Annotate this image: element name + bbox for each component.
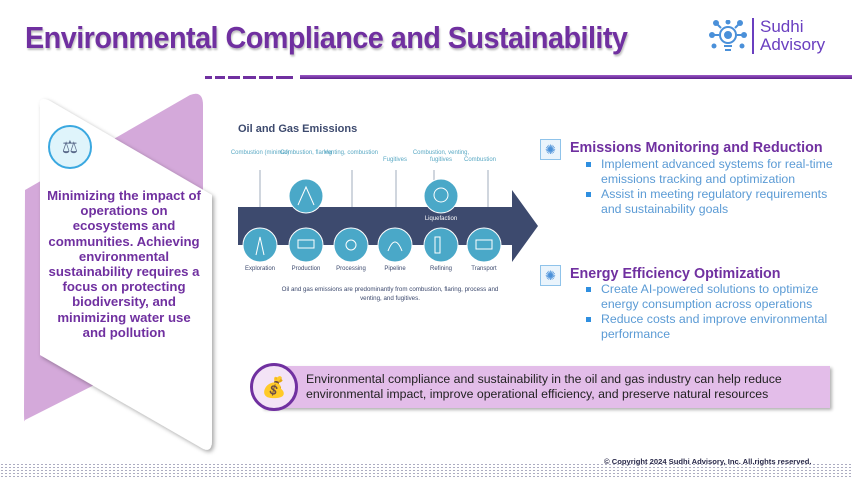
bullet-item: Implement advanced systems for real-time… bbox=[586, 157, 836, 187]
left-panel-shape bbox=[24, 93, 212, 450]
section-heading: Emissions Monitoring and Reduction bbox=[570, 140, 823, 156]
emissions-arrow-diagram bbox=[238, 170, 538, 263]
bullet-item: Create AI-powered solutions to optimize … bbox=[586, 282, 836, 312]
stage-label: Transport bbox=[471, 266, 497, 272]
footer-dot-pattern bbox=[0, 463, 852, 478]
liquefaction-label: Liquefaction bbox=[424, 216, 458, 222]
summary-banner: Environmental compliance and sustainabil… bbox=[262, 366, 830, 408]
emission-label: Venting, combustion bbox=[323, 150, 379, 156]
left-panel-text: Minimizing the impact of operations on e… bbox=[47, 188, 201, 340]
section-heading: Energy Efficiency Optimization bbox=[570, 266, 781, 282]
lightbulb-network-icon bbox=[709, 20, 747, 51]
logo-text-line1: Sudhi bbox=[760, 17, 804, 36]
logo-text-line2: Advisory bbox=[760, 35, 826, 54]
liquefaction-circle bbox=[423, 178, 459, 214]
environment-balance-icon: ⚖ bbox=[48, 125, 92, 169]
emission-label: Combustion (minimal) bbox=[230, 150, 290, 156]
stage-label: Processing bbox=[336, 266, 366, 272]
emission-label: Combustion, venting, fugitives bbox=[412, 150, 470, 163]
stage-label: Pipeline bbox=[384, 266, 406, 272]
advisor-money-icon: 💰 bbox=[250, 363, 298, 411]
emission-label: Fugitives bbox=[382, 157, 407, 163]
diagram-title: Oil and Gas Emissions bbox=[238, 123, 358, 135]
bullet-item: Assist in meeting regulatory requirement… bbox=[586, 187, 836, 217]
stage-label: Exploration bbox=[244, 266, 276, 272]
emission-label: Combustion bbox=[463, 157, 496, 163]
stage-label: Production bbox=[291, 266, 321, 272]
copyright: © Copyright 2024 Sudhi Advisory, Inc. Al… bbox=[604, 457, 812, 466]
page-title: Environmental Compliance and Sustainabil… bbox=[25, 20, 628, 55]
production-top-circle bbox=[288, 178, 324, 214]
stage-label: Refining bbox=[429, 266, 452, 272]
emission-label: Combustion, flaring bbox=[280, 150, 332, 156]
lightbulb-icon: ✺ bbox=[540, 139, 561, 160]
diagram-caption: Oil and gas emissions are predominantly … bbox=[281, 286, 499, 302]
lightbulb-icon: ✺ bbox=[540, 265, 561, 286]
bullet-item: Reduce costs and improve environmental p… bbox=[586, 312, 836, 342]
